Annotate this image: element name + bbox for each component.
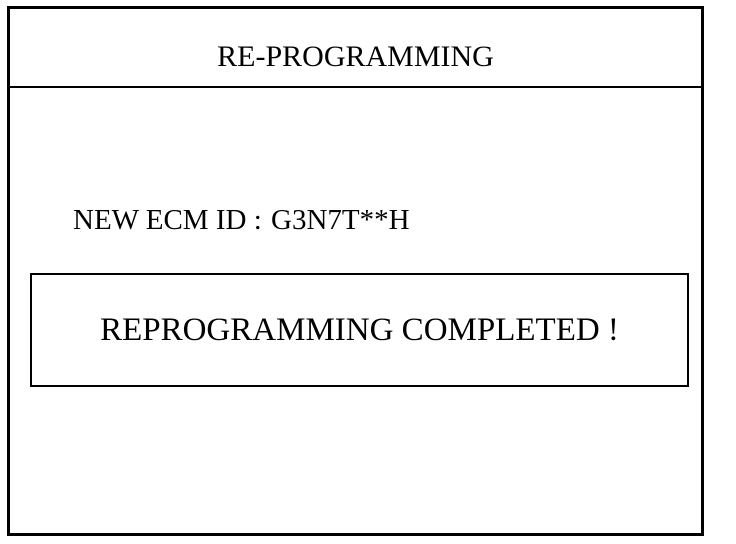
reprogramming-screen: RE-PROGRAMMING NEW ECM ID : G3N7T**H REP… [7, 6, 704, 536]
new-ecm-id-line: NEW ECM ID : G3N7T**H [73, 204, 410, 237]
screen-title: RE-PROGRAMMING [217, 39, 494, 73]
ecm-id-label: NEW ECM ID : [73, 204, 262, 236]
title-bar: RE-PROGRAMMING [10, 9, 701, 88]
status-message: REPROGRAMMING COMPLETED ! [100, 311, 619, 348]
ecm-id-value: G3N7T**H [271, 204, 410, 236]
status-message-box: REPROGRAMMING COMPLETED ! [30, 273, 689, 387]
